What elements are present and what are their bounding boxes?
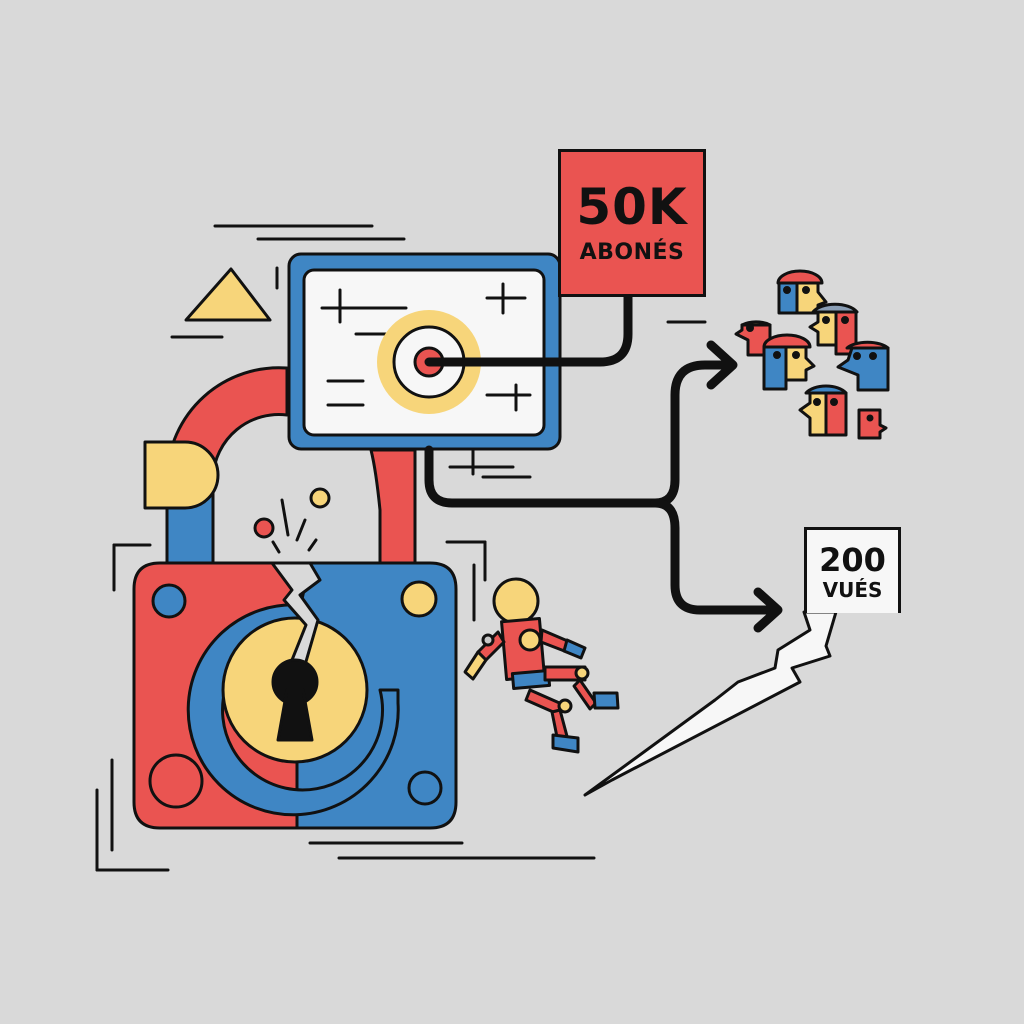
subscribers-sign: 50K ABONÉS <box>558 149 706 297</box>
branching-arrow-icon <box>424 292 783 633</box>
falling-figure-icon <box>463 577 620 754</box>
triangle-icon <box>184 267 272 322</box>
views-count: 200 <box>819 540 886 579</box>
monitor-target-icon <box>287 252 562 451</box>
subscribers-count: 50K <box>576 178 688 236</box>
views-label: VUÉS <box>822 577 883 602</box>
audience-heads-icon <box>734 269 890 440</box>
views-sign: 200 VUÉS <box>804 527 901 613</box>
broken-padlock-icon <box>132 487 458 830</box>
padlock-shackle <box>143 366 417 568</box>
subscribers-label: ABONÉS <box>579 240 685 265</box>
lightning-bolt-icon <box>583 610 838 797</box>
